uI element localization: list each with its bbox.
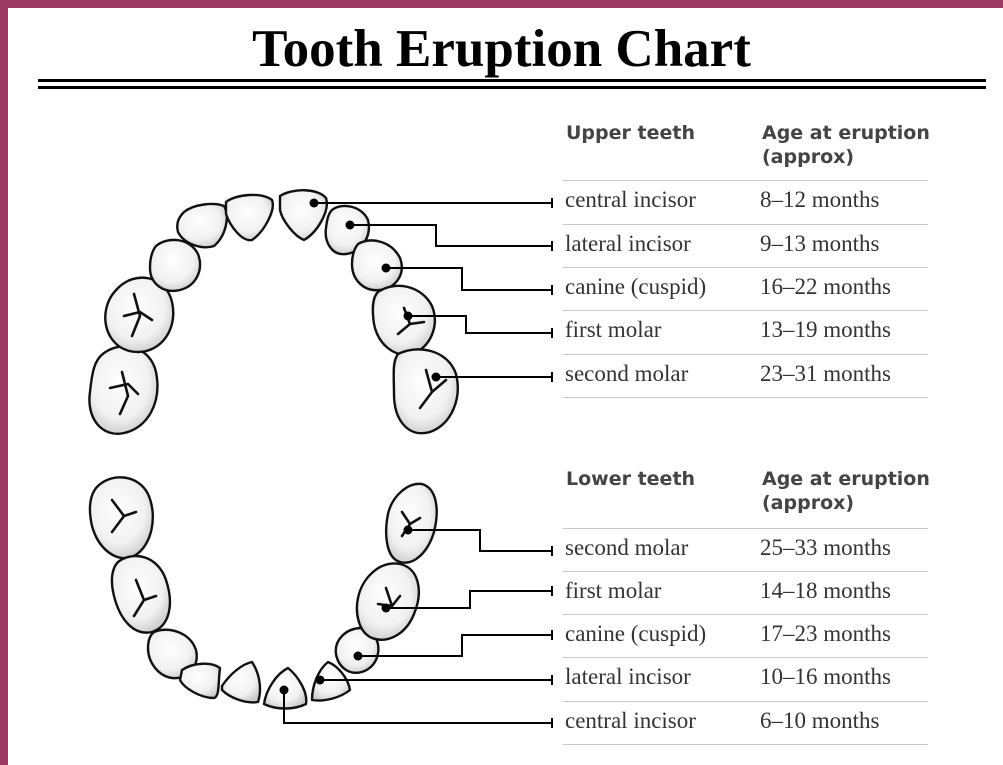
upper-right-first-molar: [373, 286, 435, 355]
tooth-name: lateral incisor: [565, 664, 691, 690]
upper-row-lateral-incisor: lateral incisor 9–13 months: [563, 225, 928, 268]
upper-divider-5: [563, 397, 928, 398]
lower-row-central-incisor: central incisor 6–10 months: [563, 702, 928, 745]
upper-age-header: Age at eruption (approx): [762, 121, 942, 169]
lower-row-first-molar: first molar 14–18 months: [563, 572, 928, 615]
eruption-age: 8–12 months: [760, 187, 879, 213]
tooth-name: second molar: [565, 535, 688, 561]
upper-left-second-molar: [89, 346, 157, 433]
lower-right-first-molar: [357, 563, 419, 639]
lower-row-lateral-incisor: lateral incisor 10–16 months: [563, 658, 928, 701]
leader-lines: [284, 203, 552, 723]
upper-left-lateral-incisor: [177, 204, 227, 247]
lower-age-header: Age at eruption (approx): [762, 467, 942, 515]
upper-row-first-molar: first molar 13–19 months: [563, 311, 928, 354]
eruption-age: 17–23 months: [760, 621, 891, 647]
tooth-name: first molar: [565, 317, 661, 343]
upper-right-central-incisor: [280, 190, 327, 240]
upper-row-central-incisor: central incisor 8–12 months: [563, 181, 928, 224]
lower-row-canine: canine (cuspid) 17–23 months: [563, 615, 928, 658]
tooth-name: lateral incisor: [565, 231, 691, 257]
tooth-name: second molar: [565, 361, 688, 387]
eruption-age: 13–19 months: [760, 317, 891, 343]
upper-left-canine: [150, 240, 200, 291]
eruption-age: 16–22 months: [760, 274, 891, 300]
eruption-age: 14–18 months: [760, 578, 891, 604]
lower-teeth-header: Lower teeth: [566, 467, 695, 491]
eruption-age: 25–33 months: [760, 535, 891, 561]
upper-row-canine: canine (cuspid) 16–22 months: [563, 268, 928, 311]
lower-divider-5: [563, 744, 928, 745]
eruption-age: 9–13 months: [760, 231, 879, 257]
tooth-name: central incisor: [565, 708, 696, 734]
upper-teeth-header: Upper teeth: [566, 121, 695, 145]
eruption-age: 6–10 months: [760, 708, 879, 734]
upper-right-canine: [352, 240, 402, 290]
tooth-name: central incisor: [565, 187, 696, 213]
upper-right-second-molar: [394, 349, 458, 433]
upper-row-second-molar: second molar 23–31 months: [563, 355, 928, 398]
tooth-name: canine (cuspid): [565, 621, 706, 647]
upper-left-central-incisor: [226, 195, 273, 240]
eruption-age: 23–31 months: [760, 361, 891, 387]
lower-left-lateral-incisor: [180, 664, 220, 698]
tooth-name: canine (cuspid): [565, 274, 706, 300]
eruption-age: 10–16 months: [760, 664, 891, 690]
lower-left-central-incisor: [222, 662, 260, 702]
tooth-name: first molar: [565, 578, 661, 604]
lower-row-second-molar: second molar 25–33 months: [563, 529, 928, 572]
